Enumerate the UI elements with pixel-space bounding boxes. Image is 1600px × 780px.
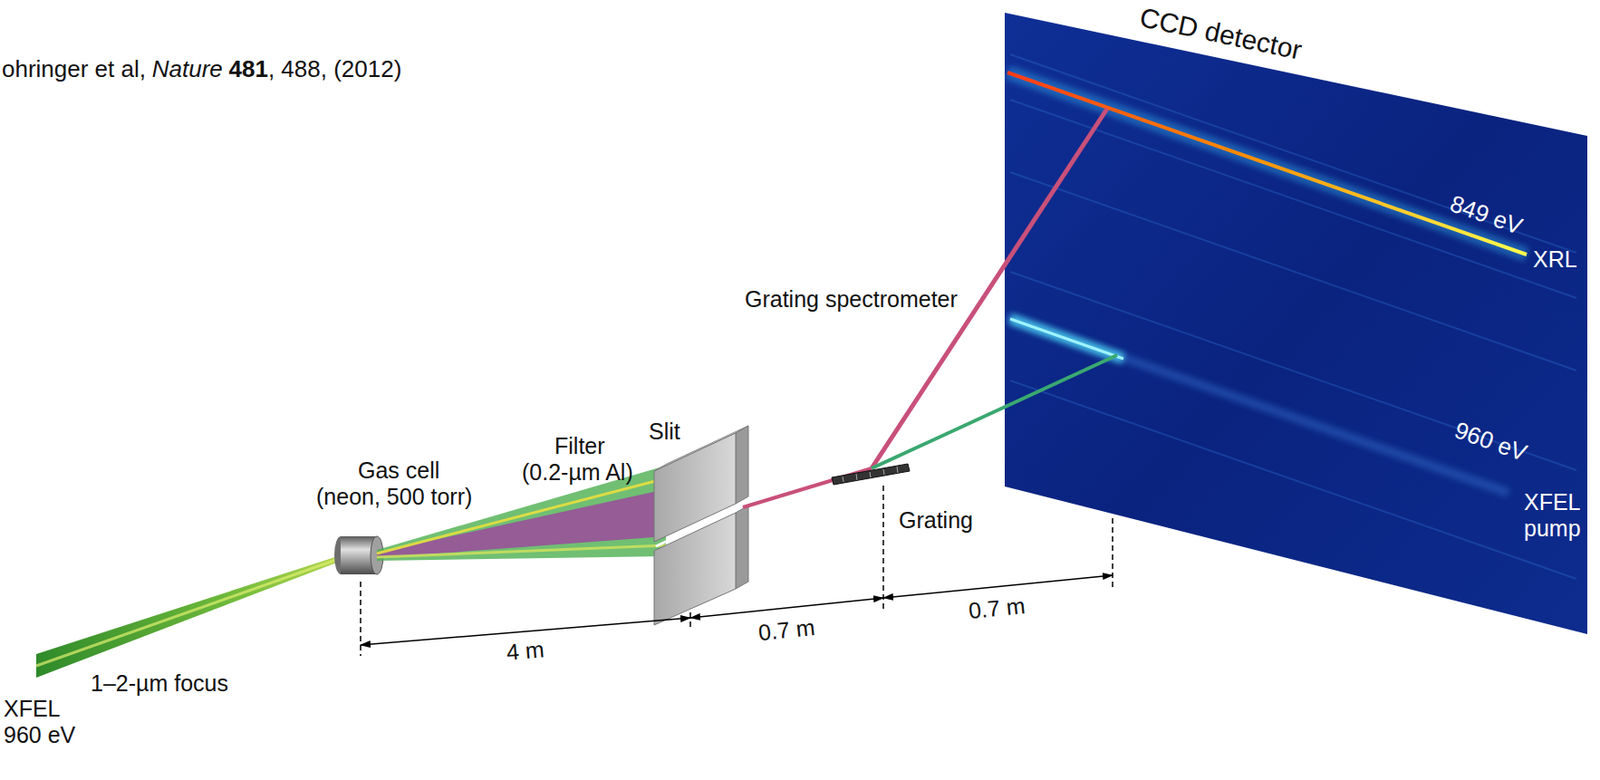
component-label: Slit xyxy=(648,418,681,445)
dimension-label: 0.7 m xyxy=(756,613,816,646)
citation: ohringer et al,Nature481, 488, (2012) xyxy=(1,56,402,84)
citation-volume: 481 xyxy=(229,55,269,83)
focus-label: 1–2-µm focus xyxy=(90,670,229,697)
citation-pages: , 488, (2012) xyxy=(268,55,402,83)
component-label: Gas cell (neon, 500 torr) xyxy=(316,457,482,511)
dimension-label: 0.7 m xyxy=(966,592,1026,625)
line-label: XFEL pump xyxy=(1523,489,1581,542)
component-label: Grating xyxy=(898,507,974,534)
line-label: XRL xyxy=(1532,246,1578,273)
component-label: Filter (0.2-µm Al) xyxy=(521,433,638,486)
component-label: Grating spectrometer xyxy=(744,286,958,313)
citation-authors: ohringer et al, xyxy=(1,55,146,83)
source-label: XFEL 960 eV xyxy=(3,695,82,749)
dimension-label: 4 m xyxy=(505,636,546,666)
citation-journal: Nature xyxy=(152,55,223,83)
